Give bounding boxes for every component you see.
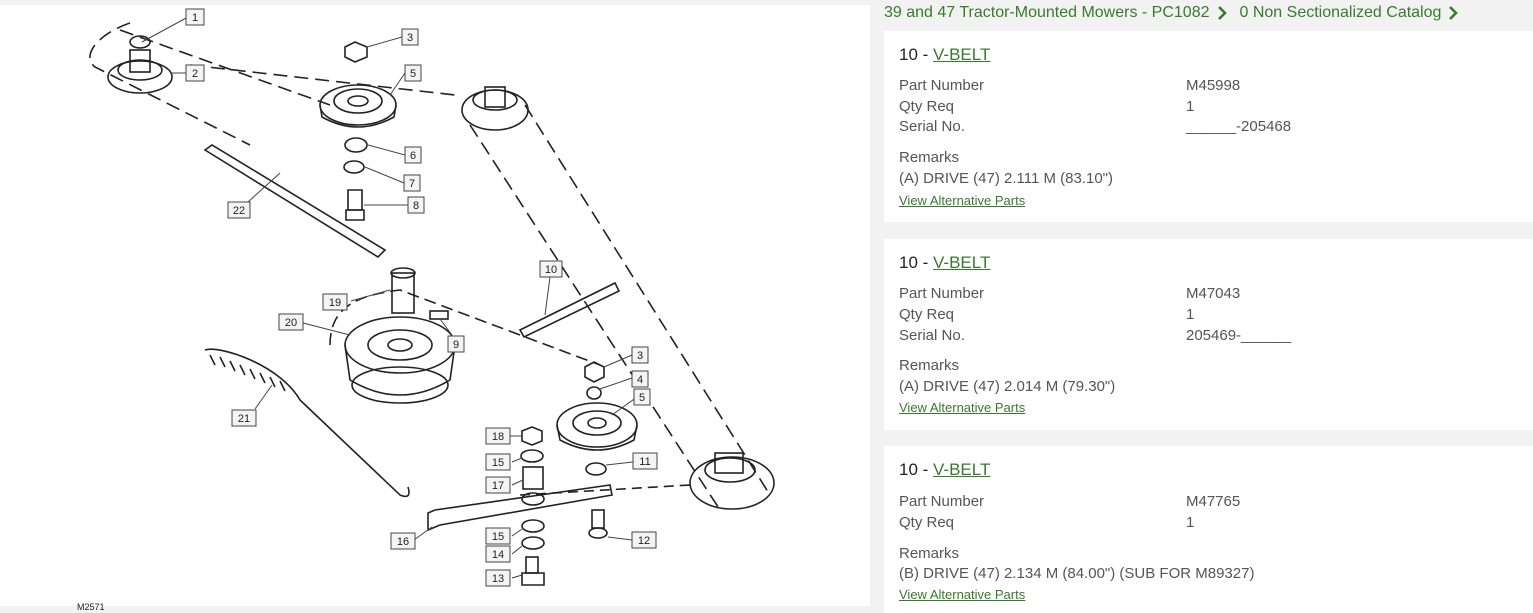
svg-text:15: 15 bbox=[492, 531, 504, 543]
part-title: 10 - V-BELT bbox=[899, 45, 990, 65]
field-label: Part Number bbox=[899, 77, 985, 94]
part-name-link[interactable]: V-BELT bbox=[933, 253, 991, 272]
svg-text:12: 12 bbox=[638, 535, 650, 547]
field-label: Part Number bbox=[899, 285, 985, 302]
part-name-link[interactable]: V-BELT bbox=[933, 460, 991, 479]
qty-value: 1 bbox=[1186, 514, 1195, 531]
svg-text:3: 3 bbox=[407, 32, 413, 44]
part-title: 10 - V-BELT bbox=[899, 460, 990, 480]
part-card: 10 - V-BELT Part Number M45998 Qty Req 1… bbox=[884, 31, 1533, 222]
chevron-right-icon bbox=[1449, 6, 1459, 20]
parts-diagram: 1 2 3 5 6 7 8 22 10 19 20 9 3 4 5 21 18 … bbox=[0, 5, 870, 612]
remarks-text: (A) DRIVE (47) 2.014 M (79.30") bbox=[899, 378, 1116, 395]
svg-text:7: 7 bbox=[409, 178, 415, 190]
svg-text:9: 9 bbox=[453, 339, 459, 351]
callout: 6 bbox=[404, 146, 422, 164]
svg-text:5: 5 bbox=[410, 68, 416, 80]
field-label: Qty Req bbox=[899, 514, 955, 531]
callout: 10 bbox=[539, 260, 563, 278]
remarks-label: Remarks bbox=[899, 357, 960, 374]
parts-diagram-drawing: 1 2 3 5 6 7 8 22 10 19 20 9 3 4 5 21 18 … bbox=[77, 8, 775, 612]
field-label: Qty Req bbox=[899, 306, 955, 323]
callout: 20 bbox=[278, 313, 304, 331]
svg-text:15: 15 bbox=[492, 457, 504, 469]
callout: 5 bbox=[404, 64, 422, 82]
svg-text:2: 2 bbox=[192, 68, 198, 80]
part-ref-number: 10 - bbox=[899, 253, 929, 272]
callout: 15 bbox=[485, 453, 511, 471]
svg-text:11: 11 bbox=[639, 456, 650, 468]
qty-value: 1 bbox=[1186, 98, 1195, 115]
svg-text:20: 20 bbox=[285, 317, 297, 329]
svg-text:1: 1 bbox=[192, 12, 198, 24]
callout: 8 bbox=[407, 196, 425, 214]
field-label: Serial No. bbox=[899, 118, 965, 135]
callout: 7 bbox=[403, 174, 421, 192]
callout: 11 bbox=[632, 452, 658, 470]
callout: 9 bbox=[447, 335, 465, 353]
callout: 3 bbox=[631, 346, 649, 364]
callout: 14 bbox=[485, 545, 511, 563]
callout: 1 bbox=[185, 8, 205, 26]
part-card: 10 - V-BELT Part Number M47765 Qty Req 1… bbox=[884, 446, 1533, 613]
remarks-label: Remarks bbox=[899, 149, 960, 166]
svg-text:13: 13 bbox=[492, 573, 504, 585]
view-alternative-parts-link[interactable]: View Alternative Parts bbox=[899, 193, 1026, 208]
breadcrumb: 39 and 47 Tractor-Mounted Mowers - PC108… bbox=[884, 2, 1471, 24]
part-title: 10 - V-BELT bbox=[899, 253, 990, 273]
svg-text:18: 18 bbox=[492, 431, 504, 443]
part-ref-number: 10 - bbox=[899, 460, 929, 479]
serial-value: 205469-______ bbox=[1186, 327, 1292, 344]
callout: 13 bbox=[485, 569, 511, 587]
callout: 15 bbox=[485, 527, 511, 545]
serial-value: ______-205468 bbox=[1186, 118, 1292, 135]
callout: 4 bbox=[631, 370, 649, 388]
callout: 18 bbox=[485, 427, 511, 445]
qty-value: 1 bbox=[1186, 306, 1195, 323]
view-alternative-parts-link[interactable]: View Alternative Parts bbox=[899, 587, 1026, 602]
chevron-right-icon bbox=[1217, 6, 1227, 20]
svg-text:10: 10 bbox=[545, 264, 557, 276]
svg-text:6: 6 bbox=[410, 150, 416, 162]
field-label: Part Number bbox=[899, 493, 985, 510]
svg-text:22: 22 bbox=[233, 205, 245, 217]
svg-text:17: 17 bbox=[492, 480, 504, 492]
callout: 22 bbox=[227, 201, 251, 219]
callout: 3 bbox=[401, 28, 419, 46]
callout: 19 bbox=[322, 293, 348, 311]
callout: 2 bbox=[185, 64, 205, 82]
svg-text:3: 3 bbox=[637, 350, 643, 362]
view-alternative-parts-link[interactable]: View Alternative Parts bbox=[899, 400, 1026, 415]
field-label: Serial No. bbox=[899, 327, 965, 344]
remarks-text: (B) DRIVE (47) 2.134 M (84.00") (SUB FOR… bbox=[899, 565, 1255, 582]
callout: 12 bbox=[631, 531, 657, 549]
callout: 17 bbox=[485, 476, 511, 494]
svg-text:5: 5 bbox=[639, 392, 645, 404]
part-ref-number: 10 - bbox=[899, 45, 929, 64]
figure-id: M2571 bbox=[77, 602, 105, 612]
part-name-link[interactable]: V-BELT bbox=[933, 45, 991, 64]
svg-text:21: 21 bbox=[238, 413, 250, 425]
remarks-text: (A) DRIVE (47) 2.111 M (83.10") bbox=[899, 170, 1114, 187]
part-number-value: M47043 bbox=[1186, 285, 1241, 302]
part-card: 10 - V-BELT Part Number M47043 Qty Req 1… bbox=[884, 239, 1533, 430]
breadcrumb-item-catalog[interactable]: 0 Non Sectionalized Catalog bbox=[1239, 4, 1442, 21]
callout: 5 bbox=[633, 388, 651, 406]
part-number-value: M47765 bbox=[1186, 493, 1241, 510]
svg-text:8: 8 bbox=[413, 200, 419, 212]
svg-text:4: 4 bbox=[637, 374, 643, 386]
remarks-label: Remarks bbox=[899, 545, 960, 562]
part-number-value: M45998 bbox=[1186, 77, 1241, 94]
svg-text:14: 14 bbox=[492, 549, 504, 561]
breadcrumb-item-mowers[interactable]: 39 and 47 Tractor-Mounted Mowers - PC108… bbox=[884, 4, 1210, 21]
field-label: Qty Req bbox=[899, 98, 955, 115]
callout: 21 bbox=[231, 409, 257, 427]
callout-group: 1 2 3 5 6 7 8 22 10 19 20 9 3 4 5 21 18 … bbox=[185, 8, 658, 587]
parts-panel: 39 and 47 Tractor-Mounted Mowers - PC108… bbox=[884, 0, 1533, 613]
svg-text:16: 16 bbox=[397, 536, 409, 548]
svg-text:19: 19 bbox=[329, 297, 341, 309]
callout: 16 bbox=[390, 532, 416, 550]
